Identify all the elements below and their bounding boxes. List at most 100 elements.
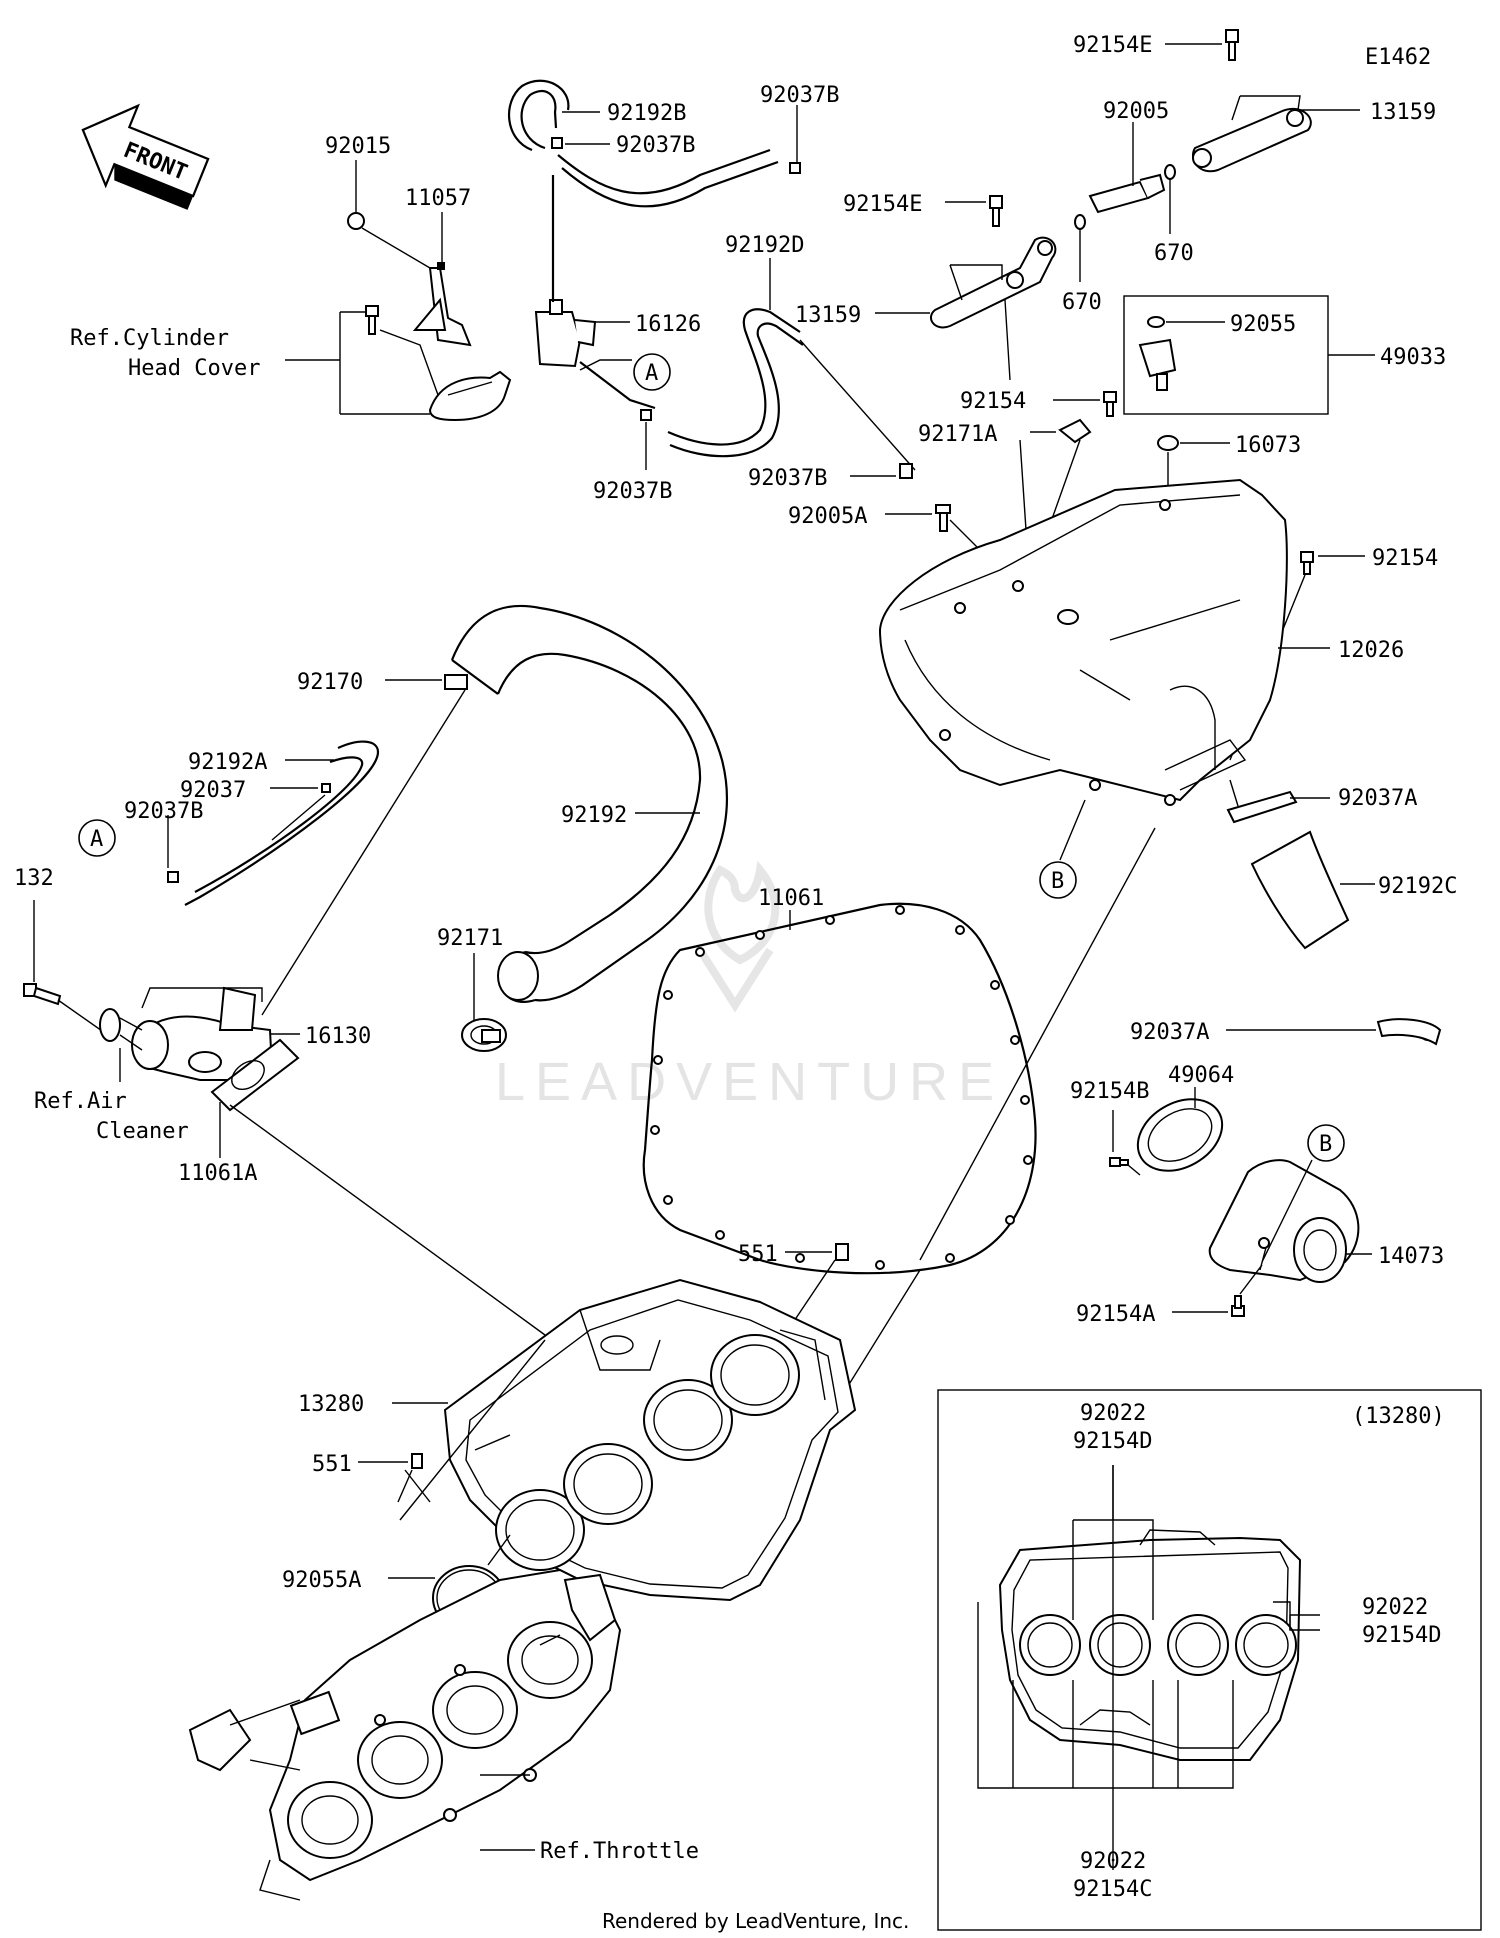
fitting-92005 [1088, 173, 1166, 214]
sensor-49033 [1138, 316, 1177, 391]
bolt-92154-right [1300, 551, 1314, 575]
label-13159-left: 13159 [795, 303, 861, 328]
bolt-132 [23, 983, 62, 1006]
clip-92037B-mid [551, 137, 563, 149]
label-92005: 92005 [1103, 99, 1169, 124]
label-92192D: 92192D [725, 233, 804, 258]
label-92037A-bottom: 92037A [1130, 1020, 1209, 1045]
ref-cylinder-head-cover-1: Ref.Cylinder [70, 326, 229, 351]
label-92037B-lower: 92037B [124, 799, 203, 824]
hose-92192C [1250, 830, 1350, 950]
callout-B-duct [1307, 1124, 1345, 1162]
inset-gasket-diagram [998, 1529, 1302, 1761]
label-92192B: 92192B [607, 101, 686, 126]
gasket-13280 [443, 1278, 857, 1602]
callout-A-upper-text: A [645, 361, 658, 386]
label-92055: 92055 [1230, 312, 1296, 337]
clamp-92037A-bottom [1376, 1018, 1442, 1046]
inset-label: (13280) [1352, 1404, 1445, 1429]
fitting-92005A [935, 504, 951, 532]
ref-air-cleaner-2: Cleaner [96, 1119, 189, 1144]
gasket-49064 [1136, 1098, 1224, 1172]
label-16130: 16130 [305, 1024, 371, 1049]
label-92154E-top: 92154E [1073, 33, 1152, 58]
label-92171: 92171 [437, 926, 503, 951]
label-92171A: 92171A [918, 422, 997, 447]
label-16126: 16126 [635, 312, 701, 337]
ref-air-cleaner-1: Ref.Air [34, 1089, 127, 1114]
bolt-cylinder-head [365, 305, 379, 335]
inset-top-label-1: 92022 [1080, 1401, 1146, 1426]
duct-14073 [1208, 1159, 1360, 1283]
label-132: 132 [14, 866, 54, 891]
label-92037B-left: 92037B [593, 479, 672, 504]
callout-B-duct-text: B [1319, 1132, 1332, 1157]
callout-B-airbox [1039, 861, 1077, 899]
pin-551-left [411, 1453, 423, 1469]
front-arrow-icon: FRONT [81, 103, 210, 210]
label-14073: 14073 [1378, 1244, 1444, 1269]
hose-92192A [184, 740, 380, 906]
clip-92037B-left [640, 409, 652, 421]
clamp-92171A [1058, 418, 1092, 444]
hose-92192 [450, 604, 729, 1003]
callout-A-lower [78, 819, 116, 857]
valve-16126 [534, 175, 656, 410]
gasket-11061A [210, 1038, 300, 1112]
label-49033: 49033 [1380, 345, 1446, 370]
label-670-right: 670 [1154, 241, 1194, 266]
pin-551-top [835, 1243, 849, 1261]
screw-92154B [1109, 1157, 1129, 1167]
screw-92154A [1231, 1295, 1245, 1317]
label-92037B-top: 92037B [760, 83, 839, 108]
callout-B-airbox-text: B [1051, 869, 1064, 894]
bolt-92154E-mid [989, 195, 1003, 227]
label-11061A: 11061A [178, 1161, 257, 1186]
vent-hose [557, 148, 779, 208]
bracket-13159-left [930, 236, 1057, 329]
label-92154E-mid: 92154E [843, 192, 922, 217]
label-551-top: 551 [738, 1242, 778, 1267]
label-92037: 92037 [180, 778, 246, 803]
callout-A-upper [633, 353, 671, 391]
footer-credit: Rendered by LeadVenture, Inc. [602, 1909, 909, 1933]
label-92037B-mid: 92037B [616, 133, 695, 158]
inset-right-label-1: 92022 [1362, 1595, 1428, 1620]
label-12026: 12026 [1338, 638, 1404, 663]
watermark-text: LEADVENTURE [495, 1052, 1004, 1112]
label-92015: 92015 [325, 134, 391, 159]
cylinder-head-cover-piece [428, 370, 512, 422]
watermark-logo [696, 860, 780, 1013]
nut-92015 [347, 212, 365, 230]
label-92037B-hose: 92037B [748, 466, 827, 491]
inset-bottom-label-1: 92022 [1080, 1849, 1146, 1874]
clip-92037B-lower [167, 871, 179, 883]
inset-bottom-label-2: 92154C [1073, 1877, 1152, 1902]
label-92170: 92170 [297, 670, 363, 695]
label-11057: 11057 [405, 186, 471, 211]
label-92192A: 92192A [188, 750, 267, 775]
inset-box [937, 1389, 1482, 1931]
inset-leaders [977, 1465, 1320, 1870]
label-551-left: 551 [312, 1452, 352, 1477]
clip-92037 [321, 783, 331, 793]
clip-92037B-hose [899, 463, 913, 479]
label-92192: 92192 [561, 803, 627, 828]
diagram-code: E1462 [1365, 45, 1431, 70]
inset-top-label-2: 92154D [1073, 1429, 1152, 1454]
label-92154-right: 92154 [1372, 546, 1438, 571]
label-92154-top: 92154 [960, 389, 1026, 414]
clamp-92037A-top [1226, 790, 1298, 824]
hose-92192B [508, 79, 570, 152]
label-13159-right: 13159 [1370, 100, 1436, 125]
label-92037A-top: 92037A [1338, 786, 1417, 811]
label-92055A: 92055A [282, 1568, 361, 1593]
bracket-11057 [412, 262, 472, 347]
clamp-92171 [461, 1018, 507, 1052]
grommet-16073 [1157, 435, 1179, 451]
label-13280: 13280 [298, 1392, 364, 1417]
callout-A-lower-text: A [90, 827, 103, 852]
label-670-left: 670 [1062, 290, 1102, 315]
bolt-92154E-top [1225, 29, 1239, 61]
clip-92037B-top [789, 162, 801, 174]
